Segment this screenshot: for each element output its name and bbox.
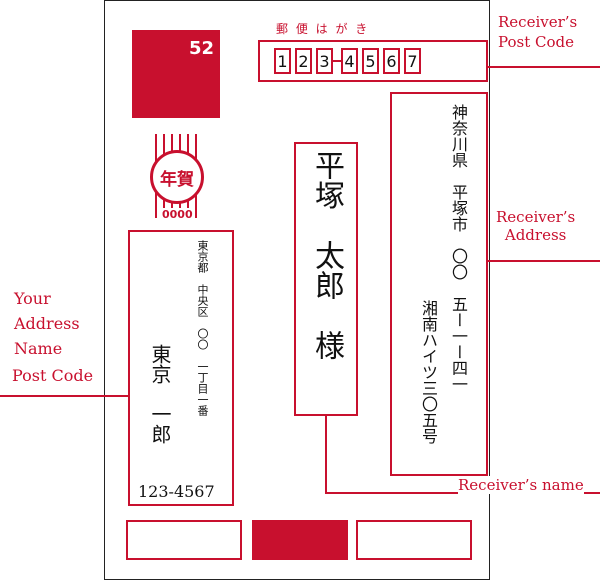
postcode-digit: 3 — [316, 48, 333, 74]
nenga-number: 0000 — [160, 208, 195, 221]
sender-name: 東京 一郎 — [148, 344, 172, 444]
postcode-separator — [333, 60, 341, 62]
label-receiver-name: Receiver’s name — [458, 476, 584, 494]
callout-line-address — [488, 260, 600, 262]
callout-line-sender — [0, 395, 128, 397]
postcard-header: 郵 便 は が き — [276, 22, 370, 36]
nenga-mark: 年賀 — [150, 150, 204, 204]
label-post-code: Post Code — [12, 366, 94, 385]
bottom-box-middle — [252, 520, 348, 560]
postage-stamp: 52 — [132, 30, 220, 118]
postcode-digit: 4 — [341, 48, 358, 74]
postcode-digit: 6 — [383, 48, 400, 74]
sender-postcode: 123-4567 — [138, 482, 215, 501]
sender-address: 東京都 中央区 〇〇 一丁目一番 — [196, 240, 209, 416]
label-receiver-address: Receiver’s Address — [496, 208, 576, 244]
callout-line-name-v — [325, 416, 327, 493]
label-your-address-name: Your Address Name — [14, 289, 80, 358]
bottom-box-right — [356, 520, 472, 560]
sender-box — [128, 230, 234, 506]
postcode-digit: 7 — [404, 48, 421, 74]
bottom-box-left — [126, 520, 242, 560]
receiver-address-line2: 湘南ハイツ三〇五号 — [419, 300, 438, 444]
postcode-digit: 5 — [362, 48, 379, 74]
receiver-name: 平塚 太郎 様 — [309, 150, 344, 360]
label-receiver-post-code: Receiver’s Post Code — [498, 12, 578, 52]
callout-line-postcode — [488, 66, 600, 68]
receiver-address-box — [390, 92, 488, 476]
postcode-digit: 1 — [274, 48, 291, 74]
receiver-name-box — [294, 142, 358, 416]
receiver-postcode-digits: 1 2 3 4 5 6 7 — [274, 48, 421, 74]
postcode-digit: 2 — [295, 48, 312, 74]
receiver-address-line1: 神奈川県 平塚市 〇〇 五ー一ー四一 — [449, 104, 468, 392]
stamp-value: 52 — [188, 38, 214, 59]
receiver-postcode-box — [258, 40, 488, 82]
